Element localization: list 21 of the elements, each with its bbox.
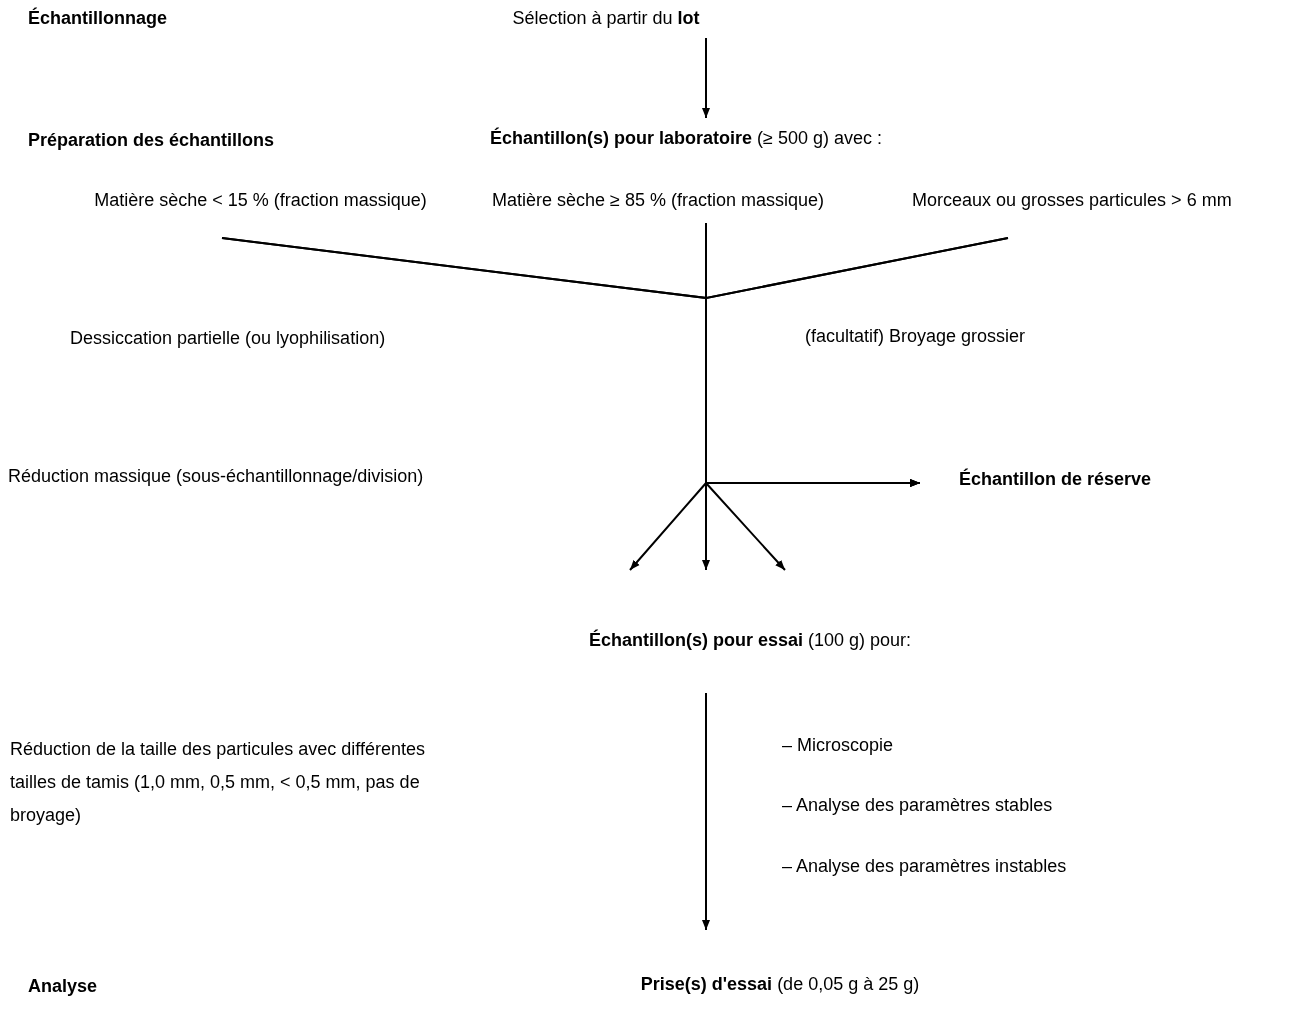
step-text: Échantillon(s) pour laboratoire (≥ 500 g) avec : [490, 118, 970, 158]
list-item: – Microscopie [782, 735, 894, 756]
step-text: Matière sèche < 15 % (fraction massique) [58, 188, 463, 238]
step-note: (facultatif) Broyage grossier [805, 326, 1026, 347]
list-item: – Analyse des paramètres instables [782, 856, 1067, 877]
step-note: Réduction de la taille des particules avec différentes tailles de tamis (1,0 mm, 0,5 mm, < 0,5 mm, pas de broyage) [10, 738, 426, 827]
stage-heading: Échantillonnage [28, 8, 168, 29]
step-text: Morceaux ou grosses particules > 6 mm [912, 188, 1304, 238]
step-note: Dessiccation partielle (ou lyophilisation) [70, 328, 386, 349]
arrow [705, 237, 1009, 487]
step-note: Réduction massique (sous-échantillonnage/division) [8, 466, 424, 487]
step-text: Échantillon(s) pour essai (100 g) pour: [540, 570, 960, 693]
stage-heading: Analyse [28, 976, 98, 997]
arrow [702, 692, 710, 931]
arrow [702, 37, 710, 119]
step-text: Prise(s) d'essai (de 0,05 g à 25 g) [600, 930, 960, 1006]
list-item: – Analyse des paramètres stables [782, 795, 1053, 816]
step-text: Matière sèche ≥ 85 % (fraction massique) [492, 188, 897, 223]
step-text: Échantillon de réserve [920, 465, 1190, 499]
step-text: Sélection à partir du lot [480, 6, 732, 38]
stage-heading: Préparation des échantillons [28, 130, 275, 151]
